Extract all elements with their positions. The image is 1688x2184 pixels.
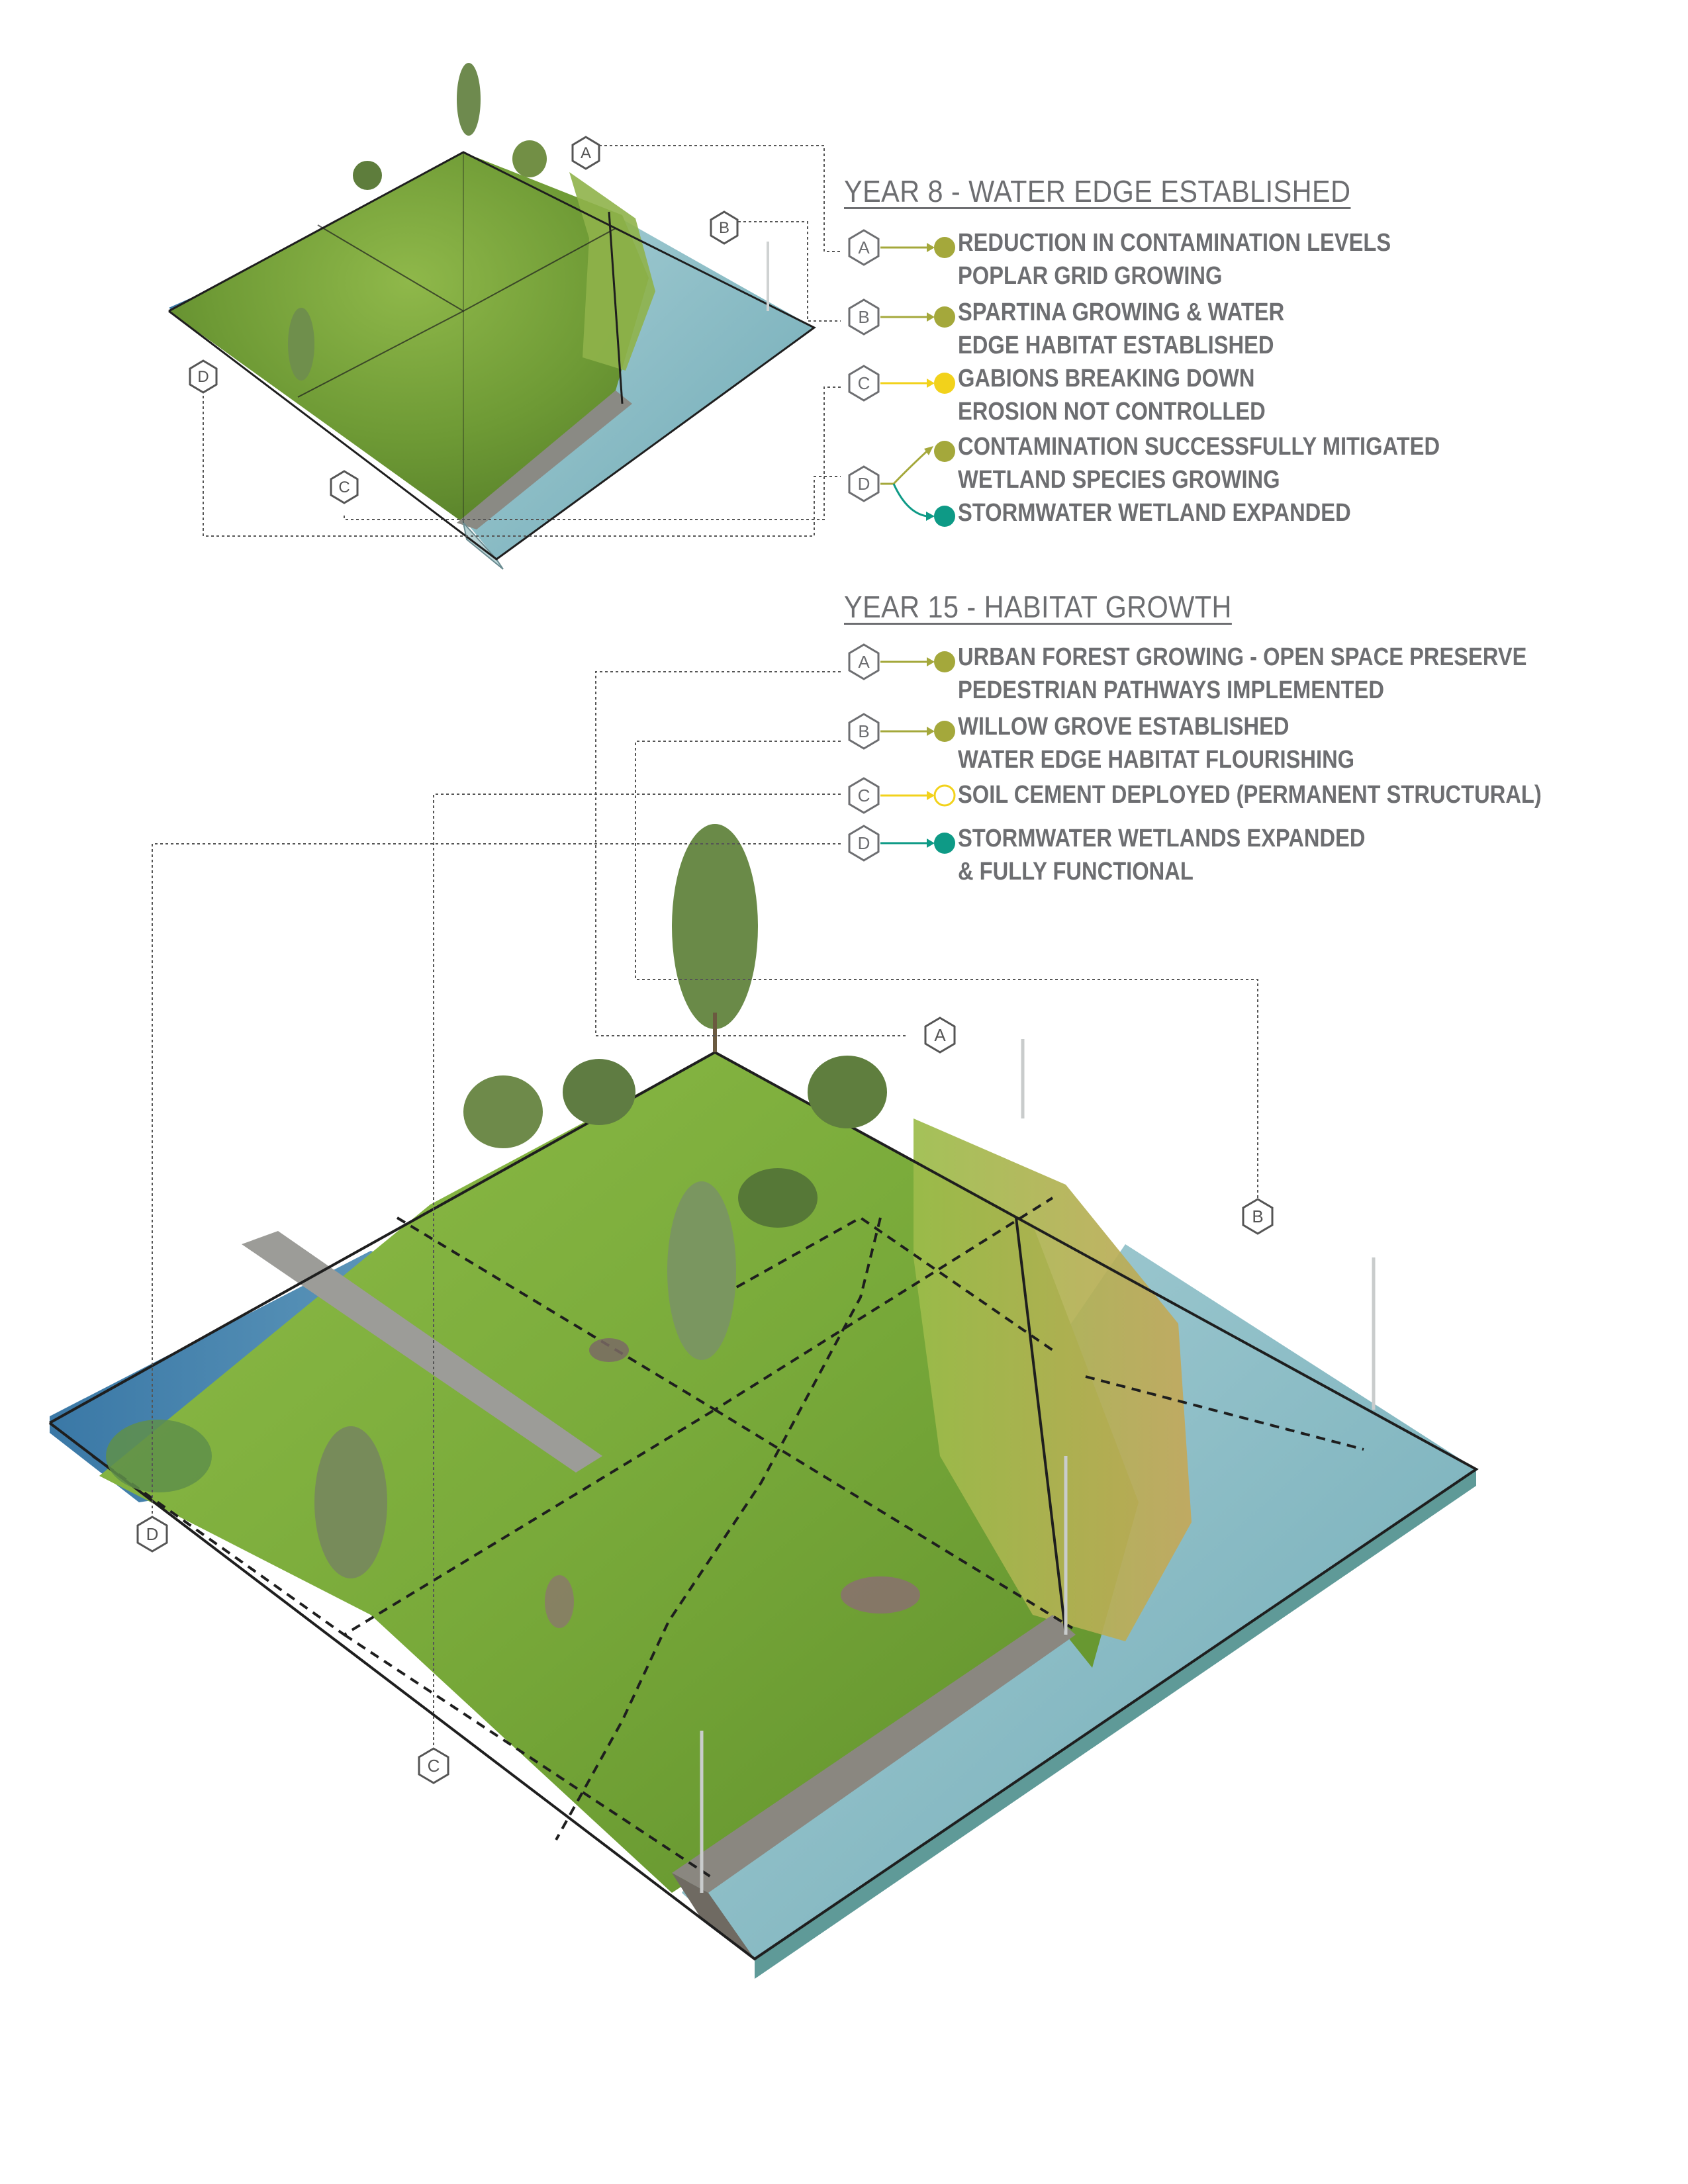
year8-frame-outline: [168, 151, 816, 561]
marker-letter-d: D: [197, 368, 209, 386]
legend-line: URBAN FOREST GROWING - OPEN SPACE PRESER…: [958, 643, 1527, 671]
year8-grid-line-2: [297, 310, 464, 398]
legend-line: WILLOW GROVE ESTABLISHED: [958, 713, 1289, 741]
legend-line: WETLAND SPECIES GROWING: [958, 466, 1280, 494]
yellow-ring-icon: [933, 784, 956, 807]
legend-connector-a: A: [848, 643, 955, 680]
year15-boardwalk: [242, 1231, 602, 1473]
marker-letter-a: A: [581, 144, 591, 162]
year15-site-model: [48, 824, 1479, 1979]
teal-dot-icon: [934, 506, 955, 527]
legend-connector-d: D: [848, 825, 955, 862]
legend-key-b: B: [858, 307, 869, 327]
year8-item-d-text: CONTAMINATION SUCCESSFULLY MITIGATED WET…: [958, 430, 1440, 529]
legend-connector-d: D: [848, 441, 955, 527]
legend-line: EROSION NOT CONTROLLED: [958, 398, 1266, 426]
year15-grass-plane: [99, 1052, 1139, 1893]
poplar-tree-icon: [457, 63, 481, 136]
legend-connector-c: C: [848, 365, 955, 402]
marker-letter-a: A: [934, 1025, 946, 1045]
year15-title: YEAR 15 - HABITAT GROWTH: [844, 590, 1232, 624]
marker-letter-c: C: [338, 478, 350, 496]
year15-frame-outline: [48, 1050, 1479, 1961]
olive-dot-icon: [934, 721, 955, 742]
people-group-icon: [545, 1575, 574, 1628]
poplar-tree-icon: [314, 1426, 387, 1578]
legend-key-a: A: [858, 652, 870, 672]
legend-key-c: C: [858, 373, 870, 393]
legend-line: REDUCTION IN CONTAMINATION LEVELS: [958, 229, 1391, 257]
year15-willow-grove: [914, 1118, 1192, 1641]
year8-site-markers: [189, 136, 739, 504]
year15-frame-vertical: [1015, 1217, 1067, 1635]
year15-soil-cement-edge: [672, 1873, 755, 1959]
legend-line: EDGE HABITAT ESTABLISHED: [958, 332, 1274, 359]
olive-dot-icon: [934, 441, 955, 462]
poplar-tree-icon: [672, 824, 758, 1029]
year15-item-a-text: URBAN FOREST GROWING - OPEN SPACE PRESER…: [958, 641, 1526, 707]
marker-letter-b: B: [719, 219, 729, 237]
legend-line: WATER EDGE HABITAT FLOURISHING: [958, 746, 1355, 774]
picnic-group-icon: [841, 1576, 920, 1614]
teal-dot-icon: [934, 833, 955, 854]
legend-line: STORMWATER WETLAND EXPANDED: [958, 499, 1351, 527]
oak-tree-icon: [463, 1075, 543, 1148]
year8-item-a-text: REDUCTION IN CONTAMINATION LEVELS POPLAR…: [958, 226, 1391, 293]
olive-dot-icon: [934, 306, 955, 328]
wetland-shrub-icon: [106, 1420, 212, 1492]
legend-key-b: B: [858, 721, 869, 741]
legend-connector-b: B: [848, 713, 955, 750]
year8-path: [457, 390, 632, 529]
legend-connector-c: C: [848, 777, 956, 814]
poplar-tree-icon: [288, 308, 314, 381]
year15-item-b-text: WILLOW GROVE ESTABLISHED WATER EDGE HABI…: [958, 710, 1354, 776]
marker-letter-c: C: [428, 1756, 440, 1776]
year15-site-markers: [136, 1017, 1274, 1784]
legend-key-d: D: [858, 833, 870, 853]
legend-line: & FULLY FUNCTIONAL: [958, 858, 1194, 886]
legend-line: POPLAR GRID GROWING: [958, 262, 1223, 290]
year8-grass-plane: [169, 152, 649, 523]
legend-line: SPARTINA GROWING & WATER: [958, 298, 1285, 326]
year8-item-b-text: SPARTINA GROWING & WATER EDGE HABITAT ES…: [958, 296, 1284, 362]
legend-key-c: C: [858, 786, 870, 805]
legend-line: SOIL CEMENT DEPLOYED (PERMANENT STRUCTUR…: [958, 781, 1542, 809]
year8-item-c-text: GABIONS BREAKING DOWN EROSION NOT CONTRO…: [958, 362, 1266, 428]
year8-site-marker-labels: A B D C: [197, 144, 729, 496]
olive-dot-icon: [934, 237, 955, 258]
legend-line: PEDESTRIAN PATHWAYS IMPLEMENTED: [958, 676, 1384, 704]
year15-grid-dashes: [91, 1197, 1364, 1881]
olive-dot-icon: [934, 651, 955, 672]
year15-promenade: [672, 1615, 1076, 1893]
year15-item-c-text: SOIL CEMENT DEPLOYED (PERMANENT STRUCTUR…: [958, 778, 1542, 811]
year8-leader-lines: [203, 145, 841, 537]
year8-site-model: [168, 63, 816, 570]
year15-item-d-text: STORMWATER WETLANDS EXPANDED & FULLY FUN…: [958, 822, 1365, 888]
legend-connector-b: B: [848, 298, 955, 336]
year15-leader-lines: [152, 671, 1258, 1747]
legend-key-d: D: [858, 474, 870, 494]
marker-letter-b: B: [1252, 1206, 1263, 1226]
oak-tree-icon: [808, 1056, 887, 1128]
year15-site-marker-labels: A B C D: [146, 1025, 1264, 1776]
legend-line: STORMWATER WETLANDS EXPANDED: [958, 825, 1366, 852]
year15-slab-side: [755, 1469, 1476, 1979]
shrub-icon: [512, 140, 547, 177]
legend-key-a: A: [858, 238, 870, 257]
legend-line: GABIONS BREAKING DOWN: [958, 365, 1255, 392]
people-group-icon: [589, 1338, 629, 1362]
oak-tree-icon: [738, 1168, 818, 1228]
legend-line: CONTAMINATION SUCCESSFULLY MITIGATED: [958, 433, 1440, 461]
year8-frame-vertical: [608, 211, 624, 404]
legend-connector-a: A: [848, 229, 955, 266]
year8-title: YEAR 8 - WATER EDGE ESTABLISHED: [844, 174, 1351, 208]
oak-tree-icon: [563, 1059, 635, 1125]
poplar-tree-icon: [667, 1181, 736, 1360]
shrub-icon: [353, 161, 382, 190]
yellow-dot-icon: [934, 373, 955, 394]
marker-letter-d: D: [146, 1524, 159, 1544]
